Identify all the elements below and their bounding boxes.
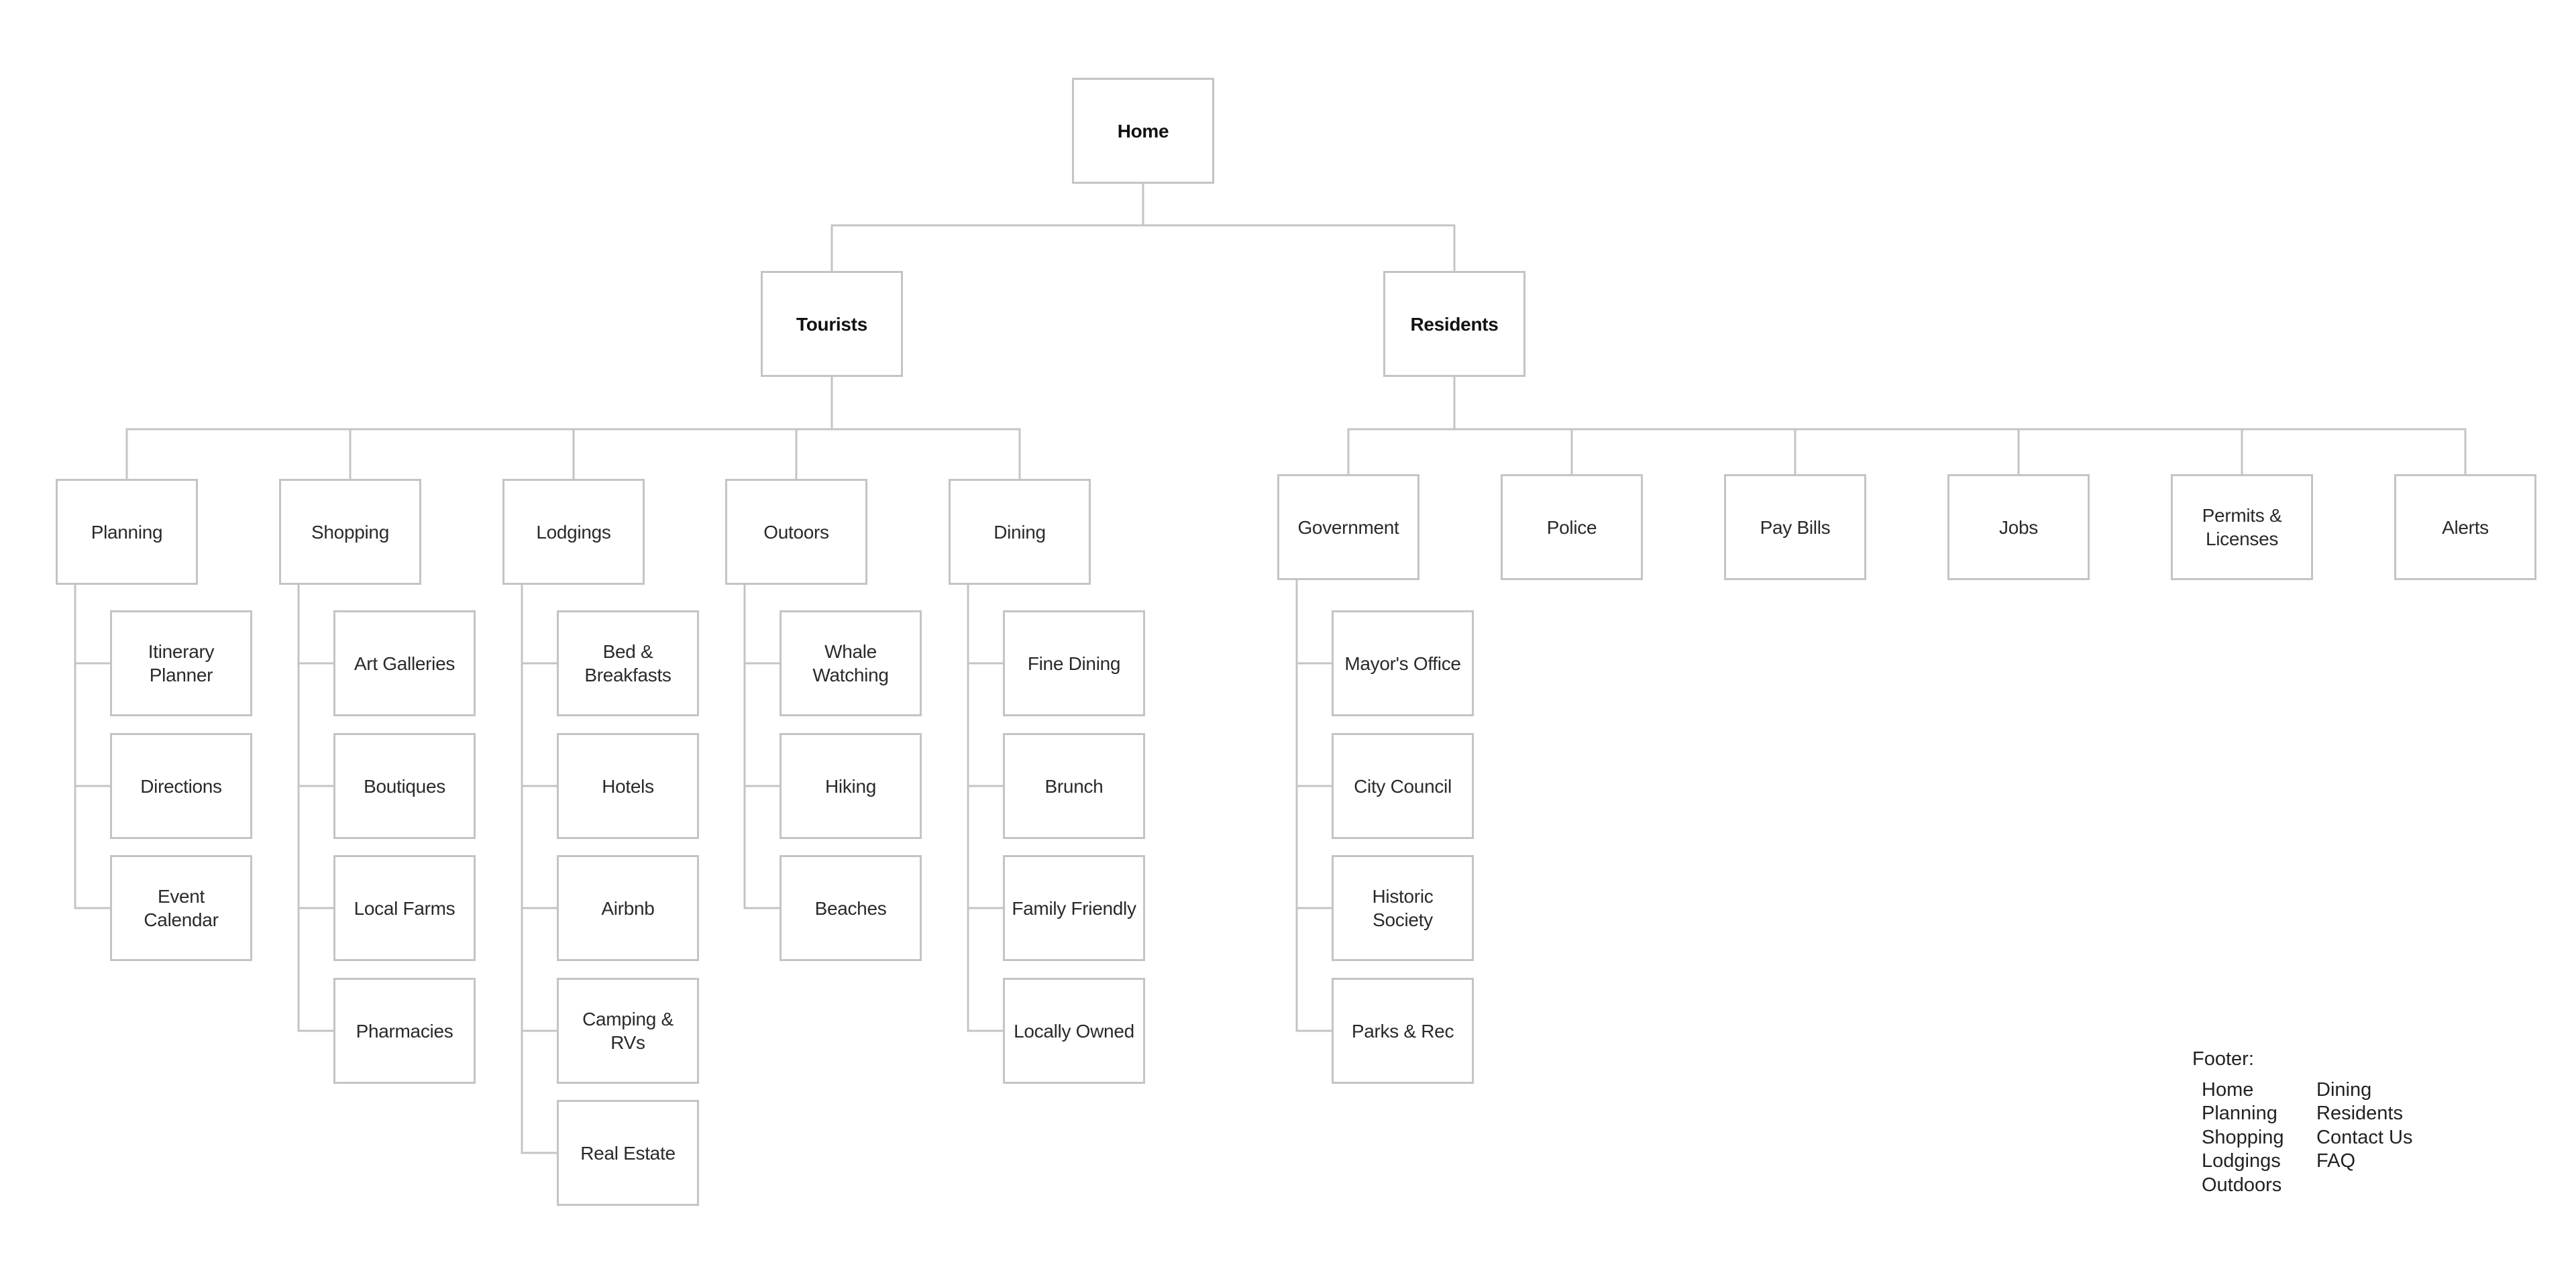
node-residents[interactable]: Residents [1383,271,1525,377]
node-alerts[interactable]: Alerts [2394,474,2536,580]
node-dining[interactable]: Dining [949,479,1091,585]
node-parks-rec[interactable]: Parks & Rec [1332,978,1474,1084]
node-lodgings[interactable]: Lodgings [502,479,645,585]
node-real-estate[interactable]: Real Estate [557,1100,699,1206]
footer-title: Footer: [2192,1048,2254,1070]
footer-item[interactable]: FAQ [2316,1150,2356,1172]
footer-item[interactable]: Residents [2316,1103,2403,1124]
node-boutiques[interactable]: Boutiques [333,733,476,839]
node-local-farms[interactable]: Local Farms [333,855,476,961]
node-police[interactable]: Police [1501,474,1643,580]
node-locally-owned[interactable]: Locally Owned [1003,978,1145,1084]
node-hotels[interactable]: Hotels [557,733,699,839]
node-government[interactable]: Government [1277,474,1419,580]
node-historic-society[interactable]: Historic Society [1332,855,1474,961]
footer-item[interactable]: Contact Us [2316,1126,2413,1148]
footer-item[interactable]: Dining [2316,1078,2372,1101]
node-whale-watching[interactable]: Whale Watching [780,610,922,716]
footer-column-2: Dining Residents Contact Us FAQ [2316,1078,2431,1198]
node-brunch[interactable]: Brunch [1003,733,1145,839]
node-family-friendly[interactable]: Family Friendly [1003,855,1145,961]
node-bed-breakfasts[interactable]: Bed & Breakfasts [557,610,699,716]
node-directions[interactable]: Directions [110,733,252,839]
node-hiking[interactable]: Hiking [780,733,922,839]
footer-item[interactable]: Planning [2202,1103,2277,1124]
node-jobs[interactable]: Jobs [1947,474,2090,580]
node-camping-rvs[interactable]: Camping & RVs [557,978,699,1084]
node-tourists[interactable]: Tourists [761,271,903,377]
node-pharmacies[interactable]: Pharmacies [333,978,476,1084]
node-planning[interactable]: Planning [56,479,198,585]
node-event-calendar[interactable]: Event Calendar [110,855,252,961]
footer-item[interactable]: Home [2202,1078,2254,1101]
node-permits-licenses[interactable]: Permits & Licenses [2171,474,2313,580]
footer-item[interactable]: Outdoors [2202,1174,2282,1196]
footer-item[interactable]: Lodgings [2202,1150,2281,1172]
node-beaches[interactable]: Beaches [780,855,922,961]
footer-column-1: Home Planning Shopping Lodgings Outdoors [2202,1078,2316,1198]
node-itinerary-planner[interactable]: Itinerary Planner [110,610,252,716]
node-airbnb[interactable]: Airbnb [557,855,699,961]
node-fine-dining[interactable]: Fine Dining [1003,610,1145,716]
node-shopping[interactable]: Shopping [279,479,421,585]
footer-item[interactable]: Shopping [2202,1126,2284,1148]
node-home[interactable]: Home [1072,78,1214,184]
node-pay-bills[interactable]: Pay Bills [1724,474,1866,580]
node-art-galleries[interactable]: Art Galleries [333,610,476,716]
footer-columns: Home Planning Shopping Lodgings Outdoors… [2202,1078,2431,1198]
footer-legend: Footer: Home Planning Shopping Lodgings … [2192,1048,2431,1197]
node-city-council[interactable]: City Council [1332,733,1474,839]
node-mayors-office[interactable]: Mayor's Office [1332,610,1474,716]
node-outoors[interactable]: Outoors [725,479,867,585]
